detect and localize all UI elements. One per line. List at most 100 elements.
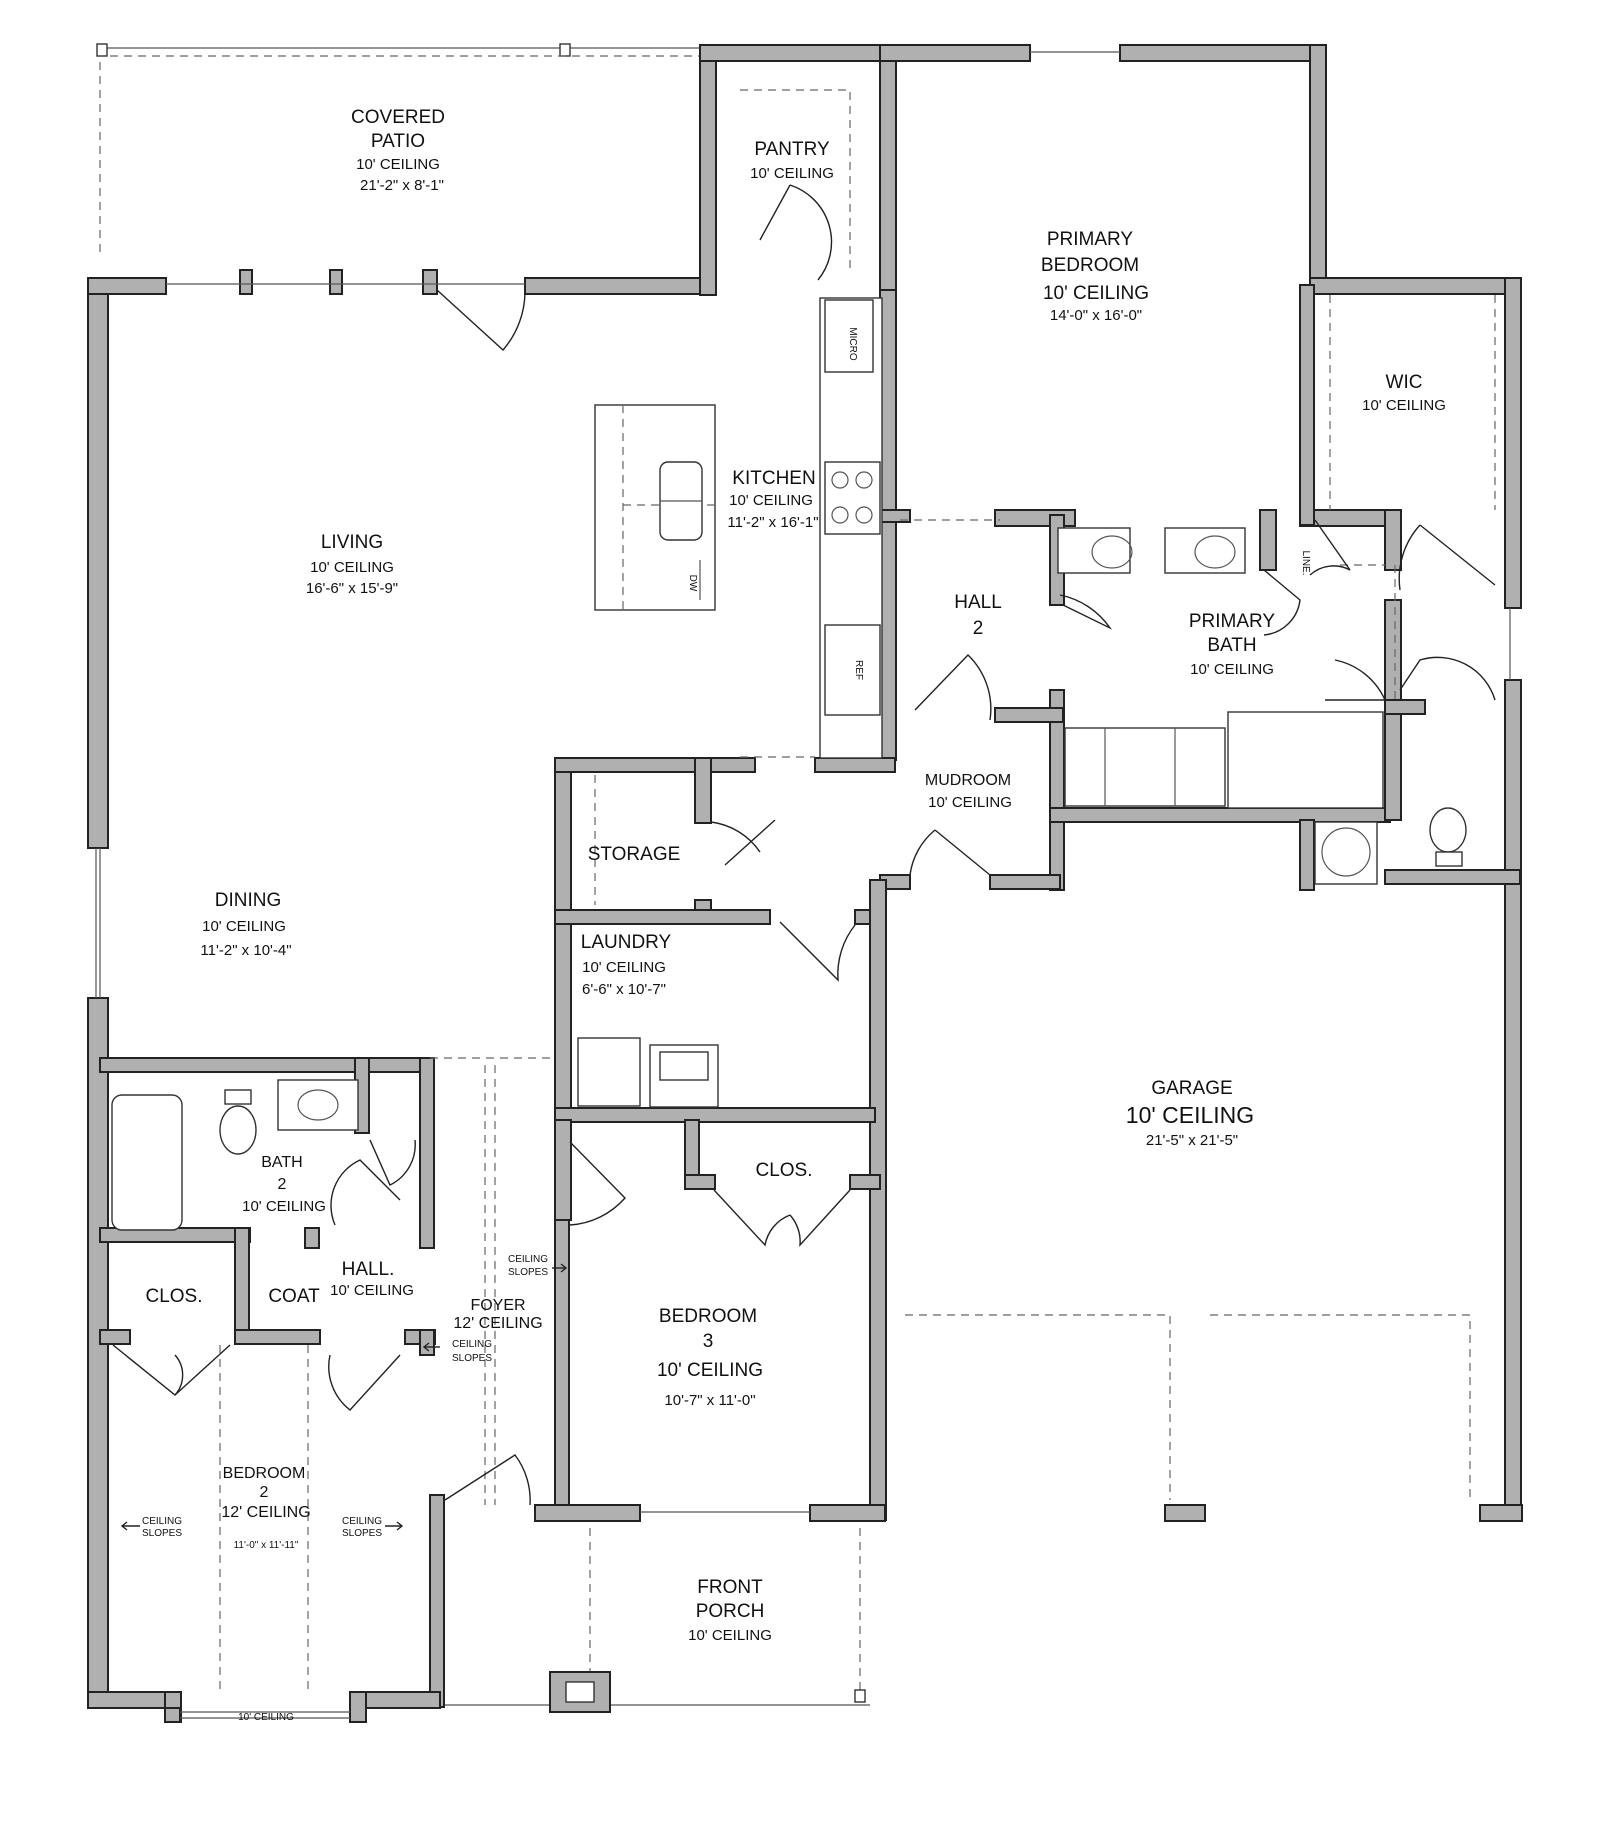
garage-ceiling: 10' CEILING xyxy=(1126,1102,1254,1128)
primary-bedroom: PRIMARY BEDROOM 10' CEILING 14'-0" x 16'… xyxy=(1041,229,1149,324)
slope-note-slopes: SLOPES xyxy=(142,1528,182,1539)
dining-size: 11'-2" x 10'-4" xyxy=(200,942,291,959)
pantry-name: PANTRY xyxy=(754,139,830,160)
ref-label: REF xyxy=(853,660,864,680)
pantry: PANTRY 10' CEILING xyxy=(750,139,834,182)
foyer-name: FOYER xyxy=(470,1297,525,1314)
bedroom3-name1: BEDROOM xyxy=(659,1306,757,1327)
bath2-name1: BATH xyxy=(261,1154,302,1171)
bedroom-3: BEDROOM 3 10' CEILING 10'-7" x 11'-0" xyxy=(657,1306,763,1409)
water-heater-icon xyxy=(1314,821,1378,885)
bath2-toilet-icon xyxy=(219,1105,257,1155)
front-porch-name2: PORCH xyxy=(696,1601,765,1622)
kitchen-size: 11'-2" x 16'-1" xyxy=(727,514,818,531)
hall2-name2: 2 xyxy=(973,618,984,639)
bedroom2-name2: 2 xyxy=(260,1484,269,1501)
laundry-appliances xyxy=(577,1037,719,1108)
ceiling-slope-note-bed2-left: CEILING SLOPES xyxy=(120,1516,182,1539)
dining: DINING 10' CEILING 11'-2" x 10'-4" xyxy=(200,890,291,959)
slope-note-ceiling: CEILING xyxy=(508,1254,548,1265)
storage-name: STORAGE xyxy=(588,844,681,865)
closet-bed2-name: CLOS. xyxy=(145,1286,202,1307)
bedroom2-name1: BEDROOM xyxy=(223,1465,306,1482)
storage: STORAGE xyxy=(588,844,681,865)
bathtub-icon xyxy=(111,1094,183,1231)
primary-bath-name1: PRIMARY xyxy=(1189,611,1276,632)
bedroom2-ceiling: 12' CEILING xyxy=(221,1504,310,1521)
laundry: LAUNDRY 10' CEILING 6'-6" x 10'-7" xyxy=(581,932,672,998)
bay-ceiling: 10' CEILING xyxy=(238,1712,294,1723)
slope-note-ceiling: CEILING xyxy=(142,1516,182,1527)
slope-note-ceiling: CEILING xyxy=(452,1339,492,1350)
coat: COAT xyxy=(268,1286,320,1307)
hall-2: HALL 2 xyxy=(954,592,1002,639)
hall-ceiling: 10' CEILING xyxy=(330,1282,414,1299)
dashed-lines xyxy=(219,89,1496,1690)
kitchen-fixtures xyxy=(594,297,883,759)
bay-window: 10' CEILING xyxy=(238,1712,294,1723)
micro-label: MICRO xyxy=(847,327,858,361)
ceiling-slope-note-foyer-left: CEILING SLOPES xyxy=(422,1339,492,1364)
ceiling-slope-note-bed2-right: CEILING SLOPES xyxy=(342,1516,404,1539)
washer-icon xyxy=(577,1037,641,1107)
kitchen: KITCHEN 10' CEILING 11'-2" x 16'-1" MICR… xyxy=(687,327,864,680)
closet-bed3-name: CLOS. xyxy=(755,1160,812,1181)
covered-patio-name2: PATIO xyxy=(371,131,425,152)
dw-label: DW xyxy=(687,575,698,592)
covered-patio-size: 21'-2" x 8'-1" xyxy=(360,177,444,194)
coat-name: COAT xyxy=(268,1286,320,1307)
front-porch: FRONT PORCH 10' CEILING xyxy=(688,1577,772,1644)
bedroom3-size: 10'-7" x 11'-0" xyxy=(664,1392,755,1409)
bedroom3-name2: 3 xyxy=(703,1331,714,1352)
mudroom-ceiling: 10' CEILING xyxy=(928,794,1012,811)
covered-patio-outline xyxy=(96,43,700,258)
wic: WIC 10' CEILING xyxy=(1362,372,1446,414)
slope-note-slopes: SLOPES xyxy=(342,1528,382,1539)
vanity-sink-left-icon xyxy=(1057,527,1131,574)
kitchen-ceiling: 10' CEILING xyxy=(729,492,813,509)
living-name: LIVING xyxy=(321,532,383,553)
primary-bedroom-name2: BEDROOM xyxy=(1041,255,1139,276)
garage-name: GARAGE xyxy=(1151,1078,1232,1099)
living-size: 16'-6" x 15'-9" xyxy=(306,580,398,597)
bath-2: BATH 2 10' CEILING xyxy=(242,1154,326,1215)
dining-ceiling: 10' CEILING xyxy=(202,918,286,935)
line-closet-label: LINE. xyxy=(1300,550,1311,575)
closet-bedroom3: CLOS. xyxy=(755,1160,812,1181)
garage: GARAGE 10' CEILING 21'-5" x 21'-5" xyxy=(1126,1078,1254,1149)
primary-bath-ceiling: 10' CEILING xyxy=(1190,661,1274,678)
toilet-icon xyxy=(1429,807,1467,853)
living-ceiling: 10' CEILING xyxy=(310,559,394,576)
slope-note-ceiling: CEILING xyxy=(342,1516,382,1527)
laundry-ceiling: 10' CEILING xyxy=(582,959,666,976)
dining-name: DINING xyxy=(215,890,282,911)
refrigerator xyxy=(824,624,881,716)
bedroom2-size: 11'-0" x 11'-11" xyxy=(234,1540,299,1551)
covered-patio-name1: COVERED xyxy=(351,107,445,128)
primary-bedroom-size: 14'-0" x 16'-0" xyxy=(1050,307,1142,324)
mudroom: MUDROOM 10' CEILING xyxy=(925,772,1012,811)
bath2-name2: 2 xyxy=(278,1176,287,1193)
foyer: FOYER 12' CEILING xyxy=(453,1297,542,1332)
wic-ceiling: 10' CEILING xyxy=(1362,397,1446,414)
slope-note-slopes: SLOPES xyxy=(452,1353,492,1364)
primary-bedroom-name1: PRIMARY xyxy=(1047,229,1134,250)
range-icon xyxy=(824,461,881,535)
covered-patio-ceiling: 10' CEILING xyxy=(356,156,440,173)
bedroom3-ceiling: 10' CEILING xyxy=(657,1360,763,1381)
kitchen-name: KITCHEN xyxy=(732,468,815,489)
pantry-ceiling: 10' CEILING xyxy=(750,165,834,182)
hall2-name1: HALL xyxy=(954,592,1002,613)
garage-size: 21'-5" x 21'-5" xyxy=(1146,1132,1238,1149)
closet-bedroom2: CLOS. xyxy=(145,1286,202,1307)
laundry-name: LAUNDRY xyxy=(581,932,672,953)
foyer-ceiling: 12' CEILING xyxy=(453,1315,542,1332)
microwave xyxy=(824,299,874,373)
primary-bedroom-ceiling: 10' CEILING xyxy=(1043,283,1149,304)
primary-tub xyxy=(1064,727,1226,807)
slope-note-slopes: SLOPES xyxy=(508,1267,548,1278)
living: LIVING 10' CEILING 16'-6" x 15'-9" xyxy=(306,532,398,597)
doors xyxy=(112,184,1496,1506)
bath-fixtures xyxy=(111,527,1467,1231)
